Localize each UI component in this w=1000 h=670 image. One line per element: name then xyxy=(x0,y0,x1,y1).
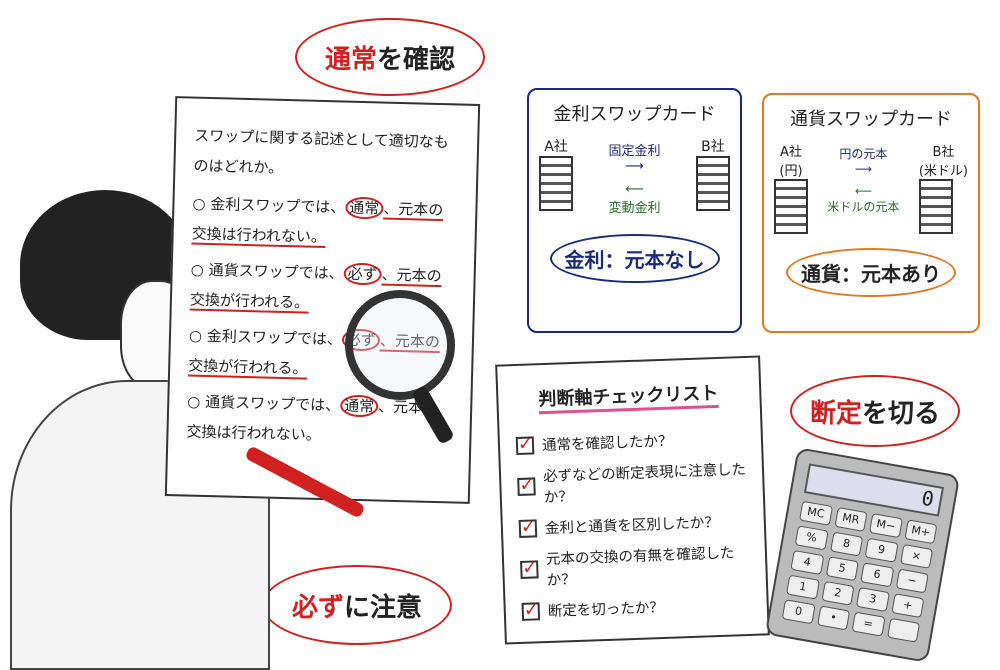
checklist-item[interactable]: ✓ 必ずなどの断定表現に注意したか？ xyxy=(517,458,747,508)
checkbox-checked-icon[interactable]: ✓ xyxy=(518,515,538,538)
company-b-label: B社 xyxy=(701,139,725,155)
arrow-left-icon: ⟵ xyxy=(625,182,644,197)
checklist-text: 通常を確認したか？ xyxy=(541,433,673,455)
card-summary: 通貨：元本あり xyxy=(786,248,956,297)
calculator-key[interactable] xyxy=(886,617,921,643)
company-b-label: B社 (米ドル) xyxy=(918,145,968,179)
option-text: 通貨スワップでは、 xyxy=(204,392,341,415)
option-text: 金利スワップでは、 xyxy=(206,326,343,349)
checklist-text: 必ずなどの断定表現に注意したか？ xyxy=(542,462,747,507)
card-title: 通貨スワップカード xyxy=(790,109,952,130)
checklist-item[interactable]: ✓ 金利と通貨を区別したか？ xyxy=(518,510,749,539)
checklist-item[interactable]: ✓ 断定を切ったか？ xyxy=(521,593,751,622)
bubble-text: を確認 xyxy=(377,44,456,75)
arrow-right-icon: ⟶ xyxy=(625,159,644,174)
bubble-key: 必ず xyxy=(291,592,344,623)
magnifying-glass-icon xyxy=(345,290,455,400)
checklist-title: 判断軸チェックリスト xyxy=(537,378,719,415)
checklist-item[interactable]: ✓ 元本の交換の有無を確認したか？ xyxy=(520,541,750,591)
checkbox-checked-icon[interactable]: ✓ xyxy=(521,598,541,621)
calculator-key[interactable]: M+ xyxy=(903,519,938,545)
bubble-check-usual: 通常を確認 xyxy=(295,18,485,96)
card-title: 金利スワップカード xyxy=(553,104,716,125)
bubble-text: に注意 xyxy=(344,592,423,623)
bubble-text: を切る xyxy=(862,398,941,429)
checkbox-checked-icon[interactable]: ✓ xyxy=(515,432,535,455)
option-text: 通貨スワップでは、 xyxy=(208,261,344,283)
option-marker: ○ xyxy=(190,260,205,279)
option-marker: ○ xyxy=(192,194,206,213)
building-icon xyxy=(695,156,730,211)
calculator-key[interactable]: 9 xyxy=(864,537,899,563)
bubble-key: 通常 xyxy=(324,44,377,75)
option-marker: ○ xyxy=(187,392,201,411)
bubble-cut-assertion: 断定を切る xyxy=(790,375,960,447)
option-1[interactable]: ○ 金利スワップでは、通常、元本の交換は行われない。 xyxy=(191,189,457,256)
arrow-left-icon: ⟵ xyxy=(854,184,873,198)
calculator-key[interactable]: 8 xyxy=(829,531,864,557)
building-icon xyxy=(774,179,808,234)
calculator-key[interactable]: M− xyxy=(868,513,903,539)
arrow-right-icon: ⟶ xyxy=(854,162,873,176)
calculator-key[interactable]: • xyxy=(816,605,851,631)
company-a-label: A社 (円) xyxy=(779,145,803,179)
fixed-rate-label: 固定金利 xyxy=(608,144,661,159)
option-marker: ○ xyxy=(188,326,203,345)
calculator-key[interactable]: × xyxy=(899,543,934,569)
calculator-key[interactable]: 3 xyxy=(855,586,890,612)
checklist-text: 金利と通貨を区別したか？ xyxy=(544,515,720,538)
checklist-text: 元本の交換の有無を確認したか？ xyxy=(545,545,735,590)
checklist-text: 断定を切ったか？ xyxy=(547,599,665,621)
calculator-key[interactable]: 5 xyxy=(825,556,859,582)
checklist-item[interactable]: ✓ 通常を確認したか？ xyxy=(515,427,746,456)
option-text: 金利スワップでは、 xyxy=(210,195,346,217)
calculator-key[interactable]: MR xyxy=(833,506,868,532)
yen-principal-label: 円の元本 xyxy=(839,147,888,161)
circled-keyword: 通常 xyxy=(339,394,379,418)
calculator-key[interactable]: % xyxy=(794,525,829,551)
calculator-key[interactable]: MC xyxy=(799,500,833,526)
calculator-key[interactable]: 6 xyxy=(860,562,894,588)
bubble-key: 断定 xyxy=(809,398,862,429)
calculator-key[interactable]: − xyxy=(895,568,929,594)
calculator-key[interactable]: = xyxy=(851,611,886,637)
building-icon xyxy=(539,156,573,211)
company-a-label: A社 xyxy=(544,139,568,155)
circled-keyword: 通常 xyxy=(345,196,384,220)
bubble-beware-always: 必ずに注意 xyxy=(262,565,452,645)
calculator-key[interactable]: 0 xyxy=(781,599,816,625)
checkbox-checked-icon[interactable]: ✓ xyxy=(517,474,536,497)
calculator-key[interactable]: + xyxy=(890,593,925,619)
building-icon xyxy=(918,179,953,234)
question-text: スワップに関する記述として適切なものはどれか。 xyxy=(193,126,449,177)
card-summary: 金利：元本なし xyxy=(549,234,720,283)
circled-keyword: 必ず xyxy=(343,262,382,286)
calculator-key[interactable]: 1 xyxy=(786,574,820,600)
calculator-key[interactable]: 2 xyxy=(820,580,855,606)
usd-principal-label: 米ドルの元本 xyxy=(827,200,900,214)
checklist-notebook: 判断軸チェックリスト ✓通常を確認したか？ ✓必ずなどの断定表現に注意したか？ … xyxy=(495,355,770,645)
currency-swap-card: 通貨スワップカード A社 (円) 円の元本 ⟶ ⟵ 米ドルの元本 B社 (米ドル… xyxy=(762,93,980,333)
floating-rate-label: 変動金利 xyxy=(608,201,661,216)
interest-swap-card: 金利スワップカード A社 固定金利 ⟶ ⟵ 変動金利 B社 金利：元本なし xyxy=(527,88,742,333)
checkbox-checked-icon[interactable]: ✓ xyxy=(520,557,539,579)
calculator-key[interactable]: 4 xyxy=(790,549,824,575)
